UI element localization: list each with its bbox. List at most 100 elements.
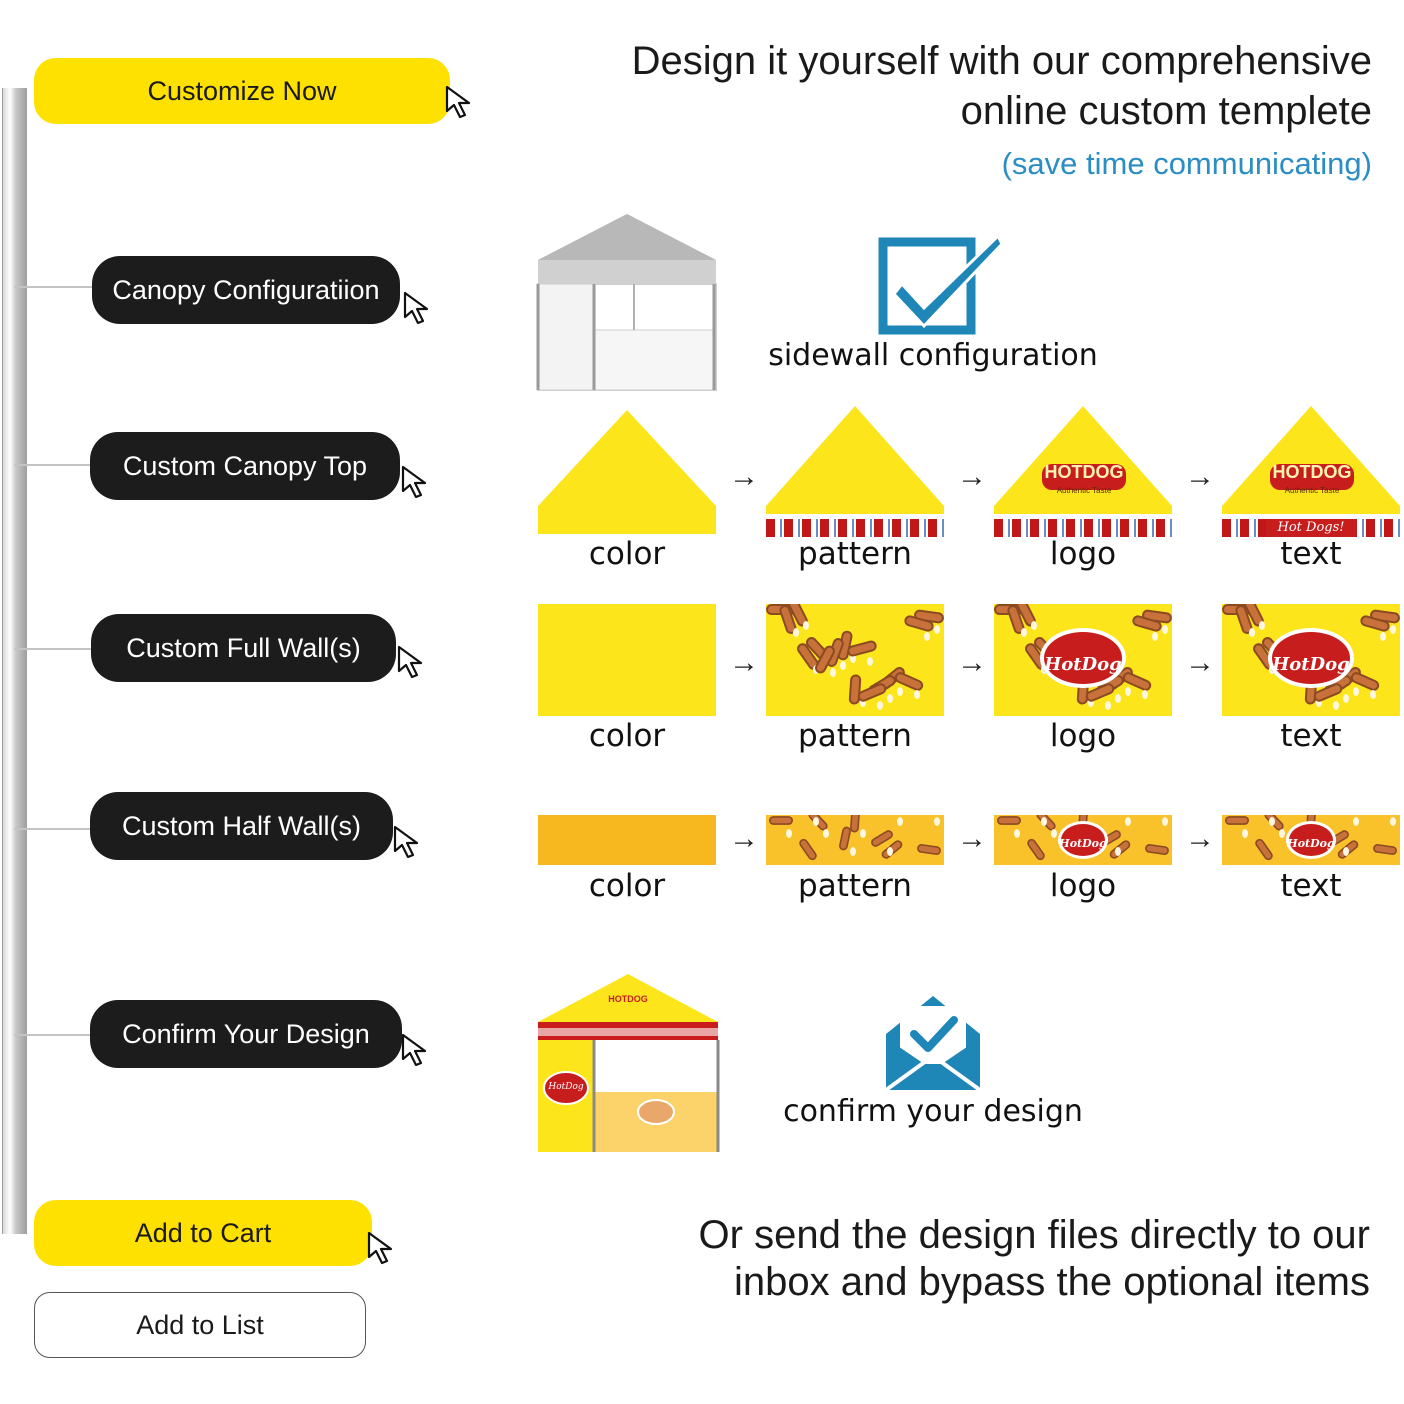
full-wall-option-label: logo (1049, 718, 1117, 754)
seed-pattern-mark (1353, 817, 1359, 826)
hotdog-pattern-mark (769, 816, 793, 825)
half-wall-logo-tile: HotDog (994, 815, 1172, 865)
hotdog-script-logo: HotDog (1059, 837, 1107, 850)
customize-now-button[interactable]: Customize Now (34, 58, 450, 124)
seed-pattern-mark (1041, 817, 1047, 826)
seed-pattern-mark (887, 694, 893, 703)
seed-pattern-mark (1343, 694, 1349, 703)
seed-pattern-mark (1115, 694, 1121, 703)
canopy-configuration-button[interactable]: Canopy Configuratiion (92, 256, 400, 324)
seed-pattern-mark (1259, 621, 1265, 630)
timeline-branch (14, 1034, 92, 1036)
seed-pattern-mark (897, 817, 903, 826)
timeline-branch (14, 286, 92, 288)
pointer-cursor-icon (393, 825, 419, 859)
timeline-rail (2, 88, 27, 1234)
sidewall-caption: sidewall configuration (768, 338, 1098, 373)
seed-pattern-mark (1380, 632, 1386, 641)
canopy-top-pattern-tile (766, 406, 944, 537)
hotdog-logo-text: HOTDOG (1272, 462, 1352, 482)
seed-pattern-mark (823, 829, 829, 838)
plain-tent-image (536, 214, 717, 391)
seed-pattern-mark (1390, 817, 1396, 826)
hotdog-pattern-mark (1025, 837, 1047, 862)
arrow-right-icon: → (1185, 460, 1215, 493)
canopy-top-logo-image (994, 406, 1172, 514)
arrow-right-icon: → (729, 822, 759, 855)
full-wall-text-tile: HotDog (1222, 604, 1400, 716)
arrow-right-icon: → (729, 460, 759, 493)
seed-pattern-mark (860, 698, 866, 707)
stripe-pattern (994, 519, 1172, 537)
seed-pattern-mark (1279, 829, 1285, 838)
envelope-check-icon (884, 996, 982, 1092)
hotdog-logo (1268, 628, 1354, 688)
arrow-right-icon: → (729, 646, 759, 679)
hotdog-pattern-mark (1372, 843, 1398, 856)
seed-pattern-mark (1242, 829, 1248, 838)
seed-pattern-mark (1162, 817, 1168, 826)
tent-logo-text: HOTDOG (608, 994, 648, 1004)
custom-tent-drawing (538, 974, 720, 1152)
add-to-cart-button[interactable]: Add to Cart (34, 1200, 372, 1266)
seed-pattern-mark (1125, 687, 1131, 696)
stripe-pattern: Hot Dogs! (1222, 519, 1400, 537)
bypass-note: Or send the design files directly to our… (699, 1212, 1370, 1306)
seed-pattern-mark (1343, 847, 1349, 856)
pointer-cursor-icon (401, 1033, 427, 1067)
hotdogs-text: Hot Dogs! (1266, 519, 1356, 537)
hotdog-pattern-mark (838, 825, 852, 852)
seed-pattern-mark (1152, 632, 1158, 641)
pointer-cursor-icon (403, 291, 429, 325)
custom-half-walls-label: Custom Half Wall(s) (121, 810, 362, 841)
arrow-right-icon: → (957, 822, 987, 855)
hotdog-logo (1058, 821, 1108, 859)
hotdog-tagline: Authentic Taste (1284, 486, 1340, 495)
hotdog-pattern-mark (849, 815, 861, 833)
seed-pattern-mark (1021, 628, 1027, 637)
seed-pattern-mark (850, 654, 856, 663)
seed-pattern-mark (1088, 698, 1094, 707)
seed-pattern-mark (1333, 701, 1339, 710)
half-wall-pattern-tile (766, 815, 944, 865)
canopy-top-logo-tile: HOTDOG Authentic Taste (994, 406, 1172, 537)
title-line-1: Design it yourself with our comprehensiv… (631, 39, 1372, 83)
seed-pattern-mark (1031, 621, 1037, 630)
seed-pattern-mark (1142, 690, 1148, 699)
seed-pattern-mark (1125, 817, 1131, 826)
half-wall-text-tile: HotDog (1222, 815, 1400, 865)
custom-half-walls-button[interactable]: Custom Half Wall(s) (90, 792, 393, 860)
seed-pattern-mark (840, 661, 846, 670)
confirm-caption: confirm your design (783, 1094, 1083, 1129)
arrow-right-icon: → (1185, 646, 1215, 679)
custom-canopy-top-label: Custom Canopy Top (122, 450, 368, 481)
canopy-top-text-image (1222, 406, 1400, 514)
seed-pattern-mark (786, 829, 792, 838)
seed-pattern-mark (1162, 625, 1168, 634)
seed-pattern-mark (793, 628, 799, 637)
arrow-right-icon: → (957, 646, 987, 679)
seed-pattern-mark (924, 632, 930, 641)
half-wall-option-label: pattern (798, 868, 912, 904)
hotdog-logo-text: HOTDOG (1044, 462, 1124, 482)
confirm-your-design-button[interactable]: Confirm Your Design (90, 1000, 402, 1068)
canopy-top-option-label: pattern (798, 536, 912, 572)
add-to-list-button[interactable]: Add to List (34, 1292, 366, 1358)
seed-pattern-mark (934, 625, 940, 634)
seed-pattern-mark (1316, 698, 1322, 707)
page-subtitle: (save time communicating) (1001, 146, 1372, 181)
full-wall-pattern-tile (766, 604, 944, 716)
custom-full-walls-button[interactable]: Custom Full Wall(s) (91, 614, 396, 682)
hotdog-pattern-mark (797, 837, 819, 862)
seed-pattern-mark (914, 690, 920, 699)
full-wall-option-label: text (1280, 718, 1342, 754)
stripe-pattern (766, 519, 944, 537)
canopy-top-color-image (538, 410, 716, 534)
hotdog-pattern-mark (997, 816, 1021, 825)
pointer-cursor-icon (397, 645, 423, 679)
title-line-2: online custom templete (960, 89, 1372, 133)
custom-canopy-top-button[interactable]: Custom Canopy Top (90, 432, 400, 500)
seed-pattern-mark (1269, 817, 1275, 826)
hotdog-pattern-mark (1144, 843, 1170, 856)
seed-pattern-mark (897, 687, 903, 696)
